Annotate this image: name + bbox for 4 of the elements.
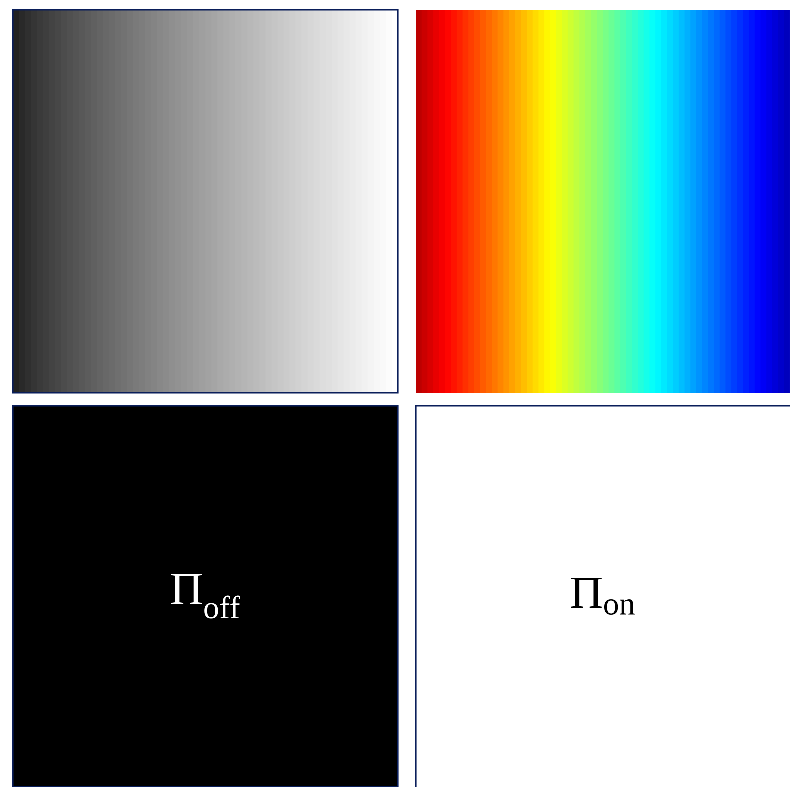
text-panel: Π$_{off}$ [12,405,399,787]
text-panel: Π$_{on}$ [415,405,790,787]
gradient-panel [12,9,399,394]
gradient-panel [416,10,790,393]
